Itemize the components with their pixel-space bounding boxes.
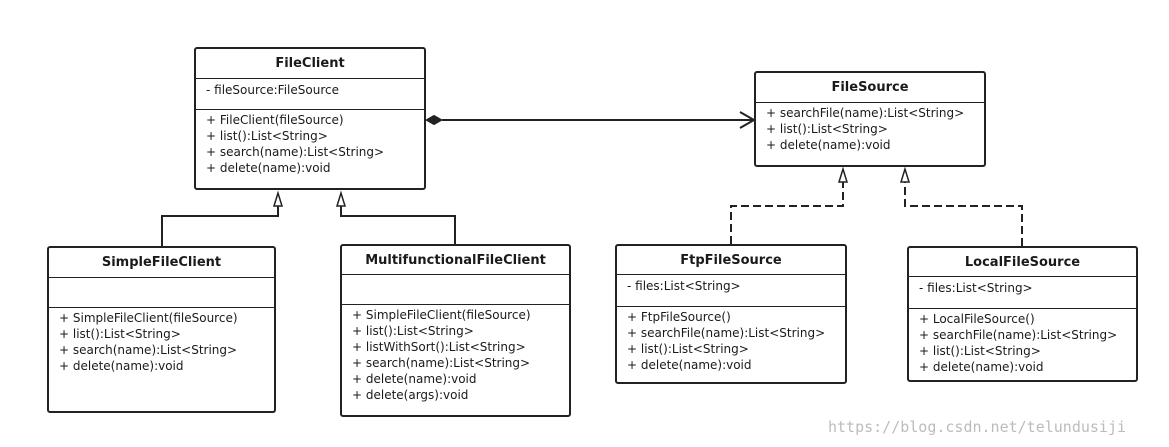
operation: + delete(name):void xyxy=(59,359,184,373)
class-fileclient[interactable]: FileClient - fileSource:FileSource + Fil… xyxy=(194,47,426,190)
operation: + list():List<String> xyxy=(352,324,474,338)
attributes-compartment: - files:List<String> xyxy=(617,275,845,307)
attributes-compartment: - files:List<String> xyxy=(909,277,1136,309)
watermark-url: https://blog.csdn.net/telundusiji xyxy=(828,418,1127,436)
attributes-compartment: - fileSource:FileSource xyxy=(196,79,424,110)
generalization-connector-multifunctional xyxy=(340,206,456,244)
operation: + SimpleFileClient(fileSource) xyxy=(59,311,238,325)
class-name: FileClient xyxy=(196,49,424,79)
generalization-connector-simple xyxy=(161,206,279,246)
class-name: LocalFileSource xyxy=(909,248,1136,277)
realization-triangle-ftp xyxy=(837,166,849,183)
attributes-compartment xyxy=(49,278,274,308)
realization-connector-local xyxy=(904,182,1023,246)
operation: + list():List<String> xyxy=(919,344,1041,358)
attributes-compartment xyxy=(342,275,569,305)
operation: + delete(name):void xyxy=(627,358,752,372)
inheritance-triangle-multifunctional xyxy=(335,190,347,207)
operation: + FileClient(fileSource) xyxy=(206,113,344,127)
operation: + delete(name):void xyxy=(919,360,1044,374)
class-name: FileSource xyxy=(756,73,984,103)
operation: + delete(name):void xyxy=(352,372,477,386)
operation: + searchFile(name):List<String> xyxy=(766,106,965,120)
operations-compartment: + SimpleFileClient(fileSource) + list():… xyxy=(49,308,274,374)
operation: + search(name):List<String> xyxy=(59,343,238,357)
class-localfilesource[interactable]: LocalFileSource - files:List<String> + L… xyxy=(907,246,1138,382)
class-filesource[interactable]: FileSource + searchFile(name):List<Strin… xyxy=(754,71,986,167)
operation: + delete(name):void xyxy=(206,161,331,175)
operations-compartment: + FtpFileSource() + searchFile(name):Lis… xyxy=(617,307,845,373)
attribute: - files:List<String> xyxy=(627,279,741,293)
class-simplefileclient[interactable]: SimpleFileClient + SimpleFileClient(file… xyxy=(47,246,276,413)
operations-compartment: + FileClient(fileSource) + list():List<S… xyxy=(196,110,424,176)
class-name: SimpleFileClient xyxy=(49,248,274,278)
operations-compartment: + SimpleFileClient(fileSource) + list():… xyxy=(342,305,569,403)
operation: + list():List<String> xyxy=(206,129,328,143)
class-multifunctionalfileclient[interactable]: MultifunctionalFileClient + SimpleFileCl… xyxy=(340,244,571,417)
class-name: FtpFileSource xyxy=(617,246,845,275)
operation: + search(name):List<String> xyxy=(206,145,385,159)
operations-compartment: + LocalFileSource() + searchFile(name):L… xyxy=(909,309,1136,375)
realization-connector-ftp xyxy=(730,182,844,244)
operation: + search(name):List<String> xyxy=(352,356,531,370)
operation: + SimpleFileClient(fileSource) xyxy=(352,308,531,322)
composition-diamond xyxy=(424,114,444,126)
class-ftpfilesource[interactable]: FtpFileSource - files:List<String> + Ftp… xyxy=(615,244,847,384)
operation: + FtpFileSource() xyxy=(627,310,731,324)
operation: + delete(args):void xyxy=(352,388,469,402)
operation: + list():List<String> xyxy=(766,122,888,136)
operation: + delete(name):void xyxy=(766,138,891,152)
operation: + listWithSort():List<String> xyxy=(352,340,526,354)
inheritance-triangle-simple xyxy=(272,190,284,207)
class-name: MultifunctionalFileClient xyxy=(342,246,569,275)
operations-compartment: + searchFile(name):List<String> + list()… xyxy=(756,103,984,153)
operation: + LocalFileSource() xyxy=(919,312,1035,326)
operation: + searchFile(name):List<String> xyxy=(919,328,1118,342)
operation: + searchFile(name):List<String> xyxy=(627,326,826,340)
attribute: - files:List<String> xyxy=(919,281,1033,295)
operation: + list():List<String> xyxy=(627,342,749,356)
operation: + list():List<String> xyxy=(59,327,181,341)
attribute: - fileSource:FileSource xyxy=(206,83,339,97)
realization-triangle-local xyxy=(899,166,911,183)
